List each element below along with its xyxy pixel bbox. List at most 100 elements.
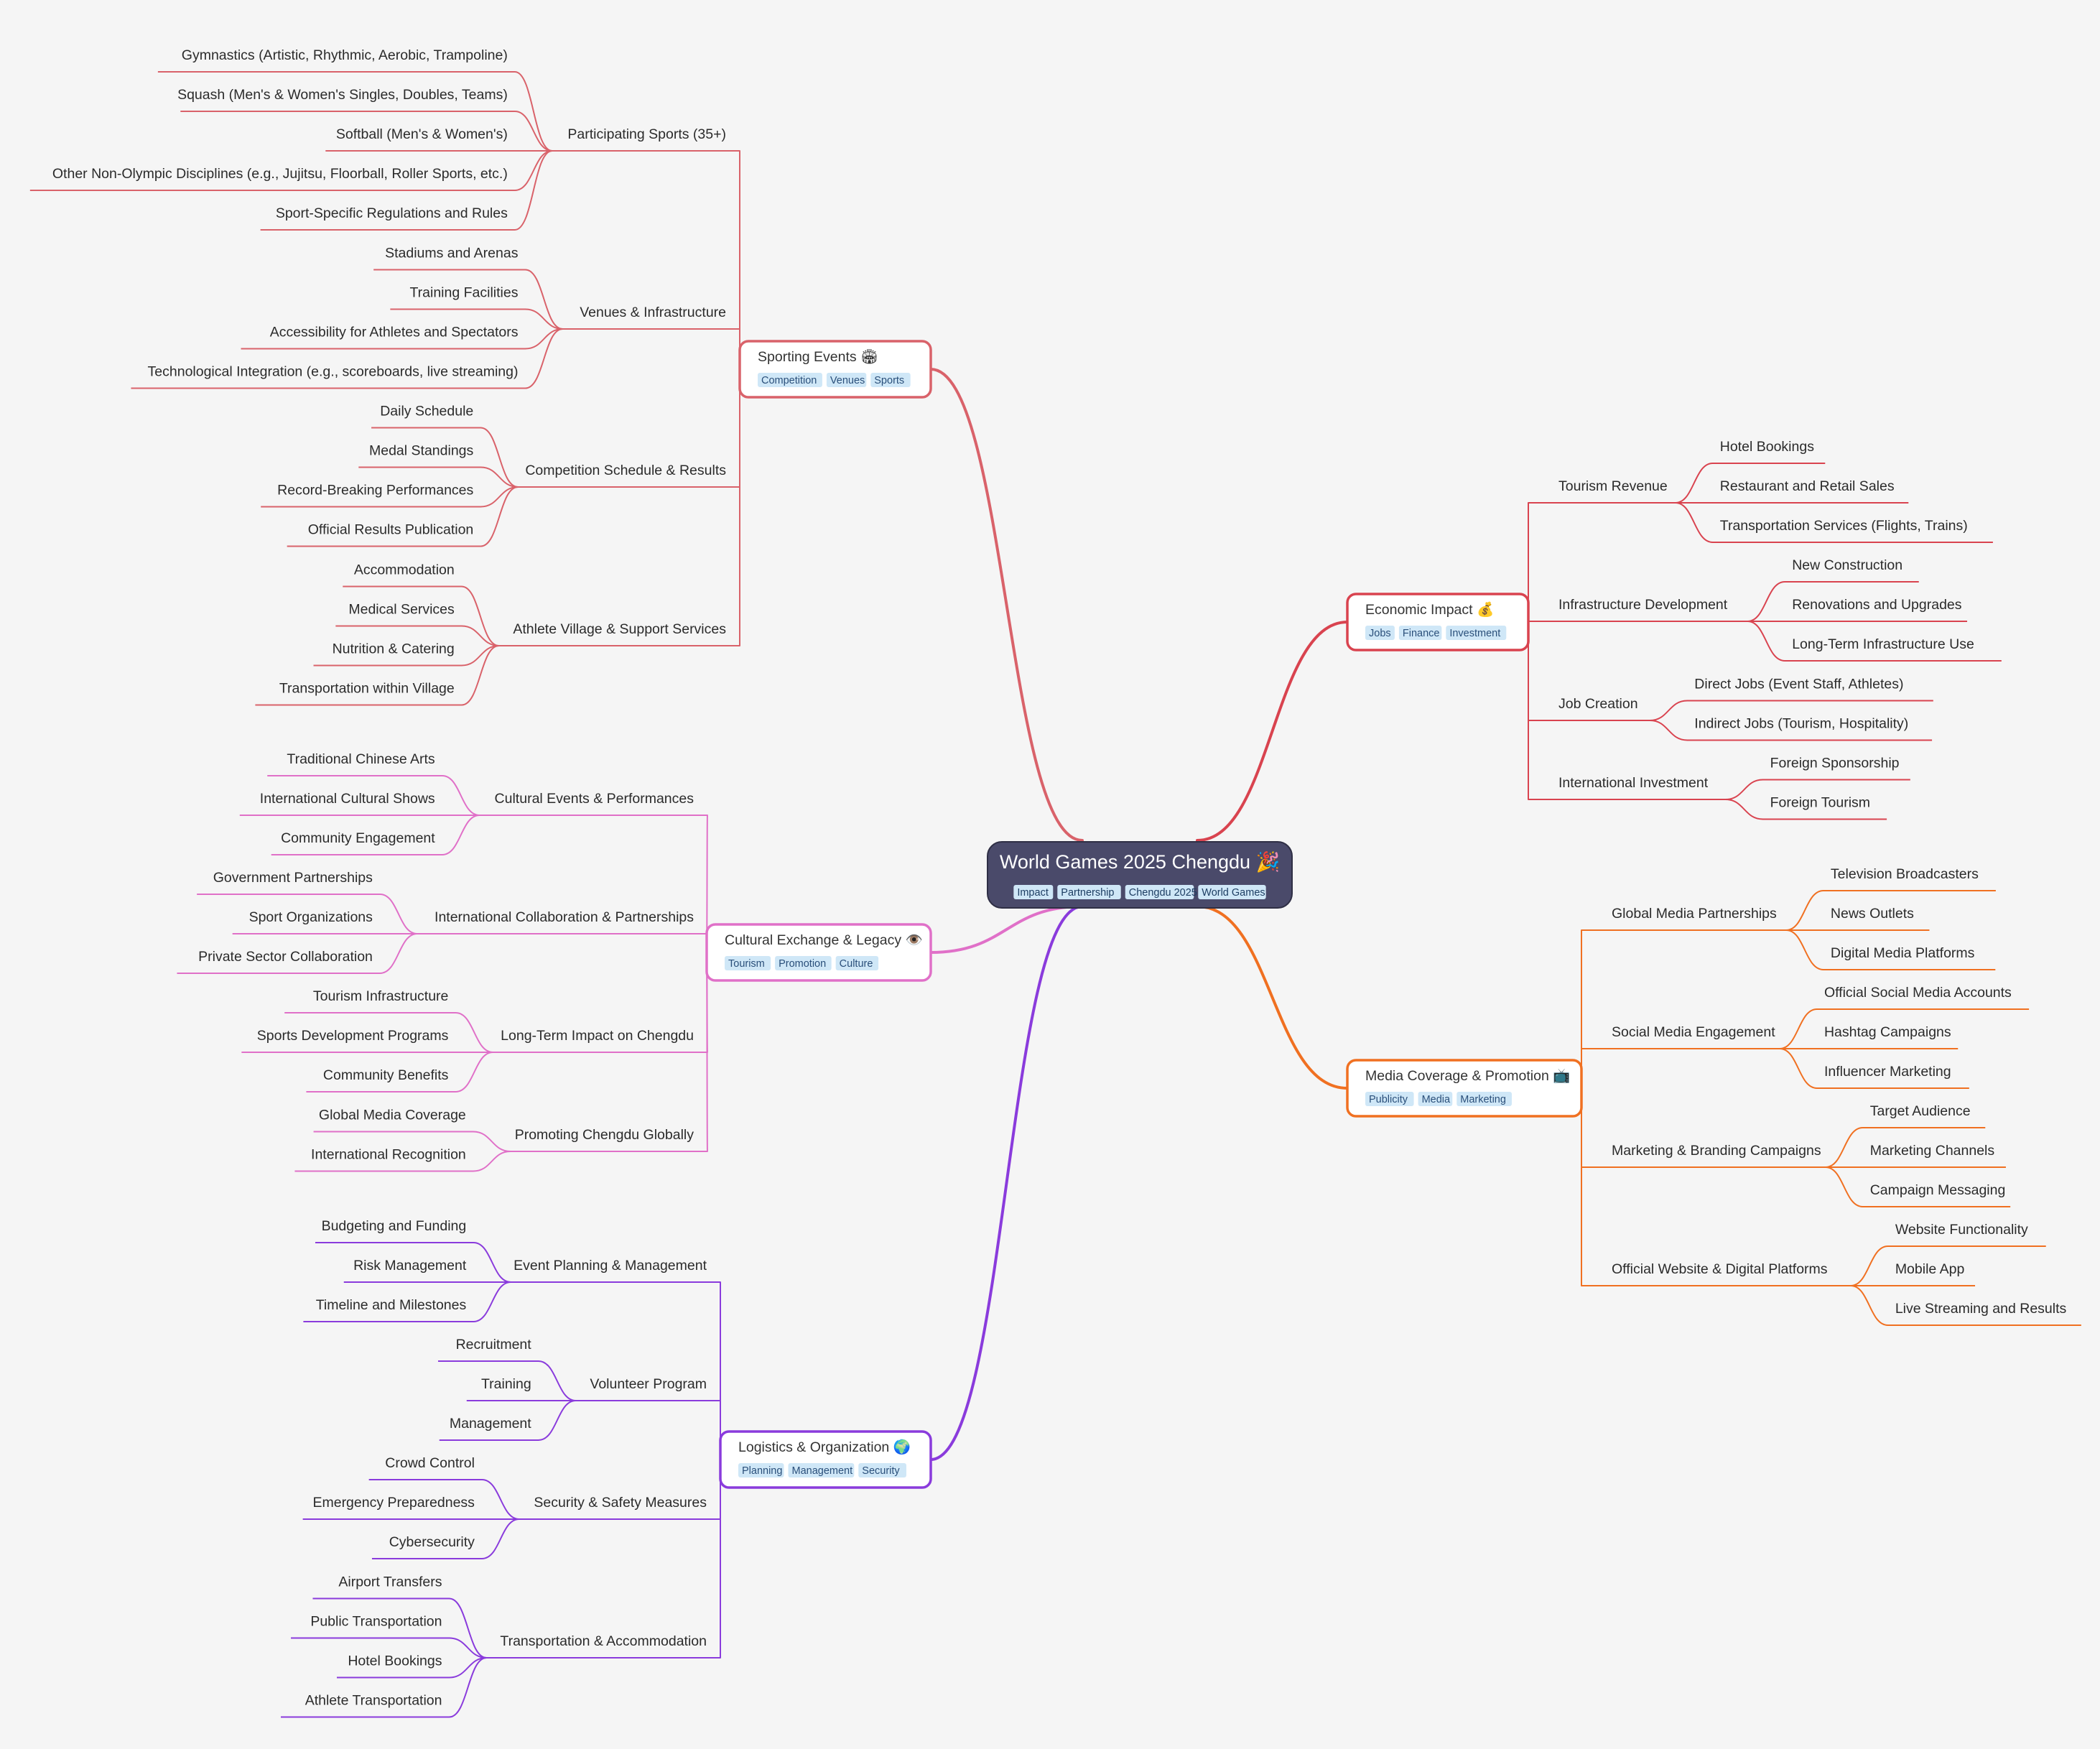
leaf-label: Private Sector Collaboration — [198, 949, 373, 965]
subtopic-node[interactable]: Social Media Engagement Official Social M… — [1612, 985, 2012, 1080]
leaf-label: Risk Management — [353, 1258, 467, 1274]
subtopic-node[interactable]: Volunteer ProgramRecruitmentTrainingMana… — [450, 1337, 707, 1432]
leaf-label: Athlete Transportation — [305, 1693, 442, 1709]
branch-title: Cultural Exchange & Legacy 👁️ — [725, 932, 923, 948]
leaf-label: Marketing Channels — [1870, 1143, 1995, 1159]
leaf-connector — [480, 427, 519, 488]
leaf-connector — [480, 486, 519, 547]
subtopic-label: Global Media Partnerships — [1612, 906, 1777, 922]
leaf-connector — [514, 111, 553, 152]
tag-label: Promotion — [779, 958, 826, 970]
subtopic-node[interactable]: Participating Sports (35+)Gymnastics (Ar… — [52, 47, 726, 221]
tag-label: Planning — [742, 1465, 782, 1477]
subtopic-node[interactable]: International Collaboration & Partnershi… — [198, 870, 694, 965]
leaf-label: Training Facilities — [409, 285, 518, 301]
subtopic-label: Social Media Engagement — [1612, 1024, 1775, 1040]
tag-chip — [758, 373, 822, 387]
subtopic-label: Tourism Revenue — [1558, 478, 1668, 494]
leaf-connector — [514, 71, 553, 152]
subtopic-label: Event Planning & Management — [514, 1258, 707, 1274]
tag-chip — [826, 373, 867, 387]
leaf-connector — [1649, 700, 1688, 721]
subtopic-label: International Investment — [1558, 775, 1709, 791]
tag-label: Venues — [830, 375, 865, 386]
leaf-label: Live Streaming and Results — [1895, 1301, 2067, 1317]
leaf-label: Mobile App — [1895, 1261, 1965, 1277]
subtopic-node[interactable]: Official Website & Digital PlatformsWebs… — [1612, 1222, 2067, 1317]
subtopic-node[interactable]: Transportation & Accommodation Airport Tr… — [305, 1574, 707, 1709]
leaf-label: International Cultural Shows — [260, 791, 435, 807]
root-connector — [929, 368, 1084, 842]
subtopic-node[interactable]: Cultural Events & PerformancesTraditiona… — [260, 751, 694, 846]
tag-chip — [1057, 885, 1121, 899]
leaf-connector — [455, 1052, 494, 1092]
branch-title: Media Coverage & Promotion 📺 — [1365, 1068, 1571, 1084]
subtopic-label: Competition Schedule & Results — [525, 463, 726, 478]
leaf-connector — [472, 1151, 511, 1172]
leaf-label: Accommodation — [354, 562, 455, 578]
leaf-connector — [514, 150, 553, 231]
subtopic-label: Venues & Infrastructure — [580, 305, 726, 320]
tag-chip — [1365, 1092, 1414, 1106]
leaf-label: Medal Standings — [369, 443, 474, 459]
leaf-label: Official Results Publication — [308, 522, 474, 538]
leaf-label: Campaign Messaging — [1870, 1182, 2006, 1198]
leaf-label: Sport Organizations — [249, 909, 373, 925]
tag-chip — [1013, 885, 1054, 899]
leaf-label: Training — [481, 1376, 531, 1392]
leaf-connector — [473, 1281, 512, 1322]
leaf-label: Website Functionality — [1895, 1222, 2028, 1238]
leaf-label: Crowd Control — [385, 1455, 475, 1471]
tag-label: Jobs — [1369, 628, 1391, 639]
leaf-label: Accessibility for Athletes and Spectator… — [270, 325, 519, 340]
leaf-label: Airport Transfers — [338, 1574, 442, 1590]
leaf-connector — [1724, 779, 1764, 800]
leaf-label: Nutrition & Catering — [333, 641, 455, 657]
subtopic-label: Transportation & Accommodation — [500, 1633, 707, 1649]
leaf-connector — [524, 328, 564, 350]
leaf-label: Transportation within Village — [279, 681, 455, 697]
leaf-connector — [1778, 1008, 1818, 1049]
root-connector — [1196, 621, 1349, 842]
tag-label: Security — [862, 1465, 900, 1477]
tag-label: Partnership — [1061, 887, 1114, 899]
tag-chip — [725, 956, 771, 970]
leaf-label: Global Media Coverage — [319, 1108, 466, 1123]
subtopic-node[interactable]: Athlete Village & Support Services Accomm… — [279, 562, 726, 697]
subtopic-label: International Collaboration & Partnershi… — [435, 909, 694, 925]
leaf-label: Softball (Men's & Women's) — [336, 126, 508, 142]
tag-chip — [870, 373, 911, 387]
leaf-label: Community Engagement — [281, 830, 435, 846]
leaf-label: Official Social Media Accounts — [1824, 985, 2012, 1001]
leaf-label: Digital Media Platforms — [1831, 945, 1975, 961]
tag-label: World Games — [1202, 887, 1265, 899]
leaf-connector — [480, 1518, 520, 1559]
leaf-connector — [1849, 1245, 1889, 1286]
leaf-connector — [448, 1597, 488, 1658]
leaf-connector — [448, 1657, 488, 1679]
leaf-connector — [514, 150, 553, 191]
tag-chip — [788, 1463, 855, 1477]
leaf-connector — [460, 625, 500, 646]
leaf-label: Emergency Preparedness — [312, 1495, 475, 1511]
subtopic-label: Athlete Village & Support Services — [513, 621, 726, 637]
tag-chip — [1456, 1092, 1512, 1106]
